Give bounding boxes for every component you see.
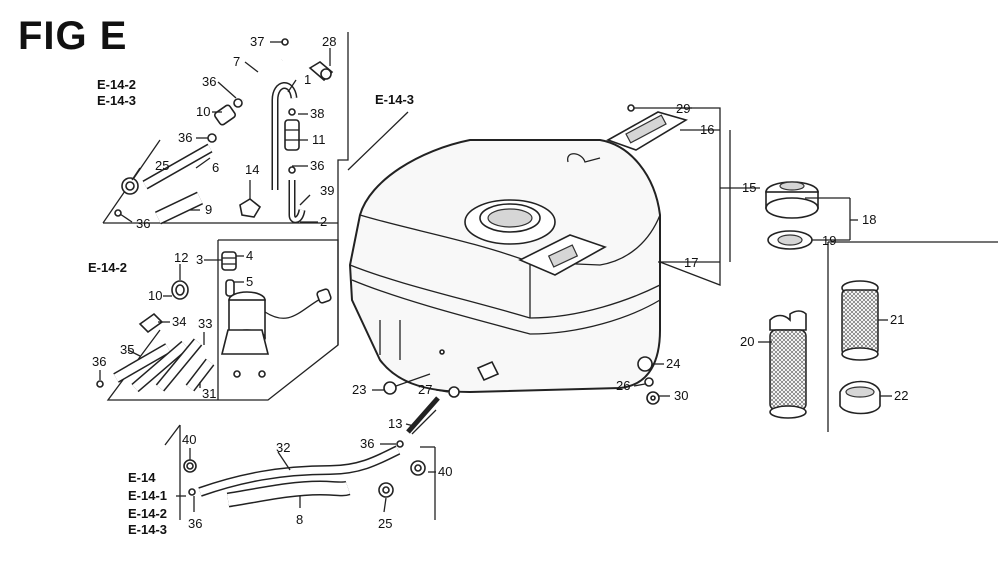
callout-label: 34 (172, 314, 186, 329)
callout-label: 30 (674, 388, 688, 403)
callout-label: 14 (245, 162, 259, 177)
callout-label: 23 (352, 382, 366, 397)
strainers (769, 280, 881, 419)
callout-label: 36 (202, 74, 216, 89)
callout-label: 39 (320, 183, 334, 198)
callout-label: 20 (740, 334, 754, 349)
callout-label: 26 (616, 378, 630, 393)
callout-label: 12 (174, 250, 188, 265)
fuel-tank (348, 139, 661, 394)
callout-numbers: 37 28 7 36 1 10 38 36 11 25 6 14 36 39 3… (92, 34, 908, 531)
callout-label: 36 (310, 158, 324, 173)
callout-label: 8 (296, 512, 303, 527)
callout-label: 33 (198, 316, 212, 331)
callout-label: 31 (202, 386, 216, 401)
callout-label: 19 (822, 233, 836, 248)
callout-label: 35 (120, 342, 134, 357)
callout-label: 21 (890, 312, 904, 327)
ref-label: E-14-2 (128, 506, 167, 521)
callout-label: 36 (360, 436, 374, 451)
callout-label: 25 (378, 516, 392, 531)
callout-label: 3 (196, 252, 203, 267)
fuel-gauge (567, 104, 688, 163)
callout-label: 5 (246, 274, 253, 289)
callout-label: 7 (233, 54, 240, 69)
callout-label: 16 (700, 122, 714, 137)
callout-label: 10 (196, 104, 210, 119)
callout-label: 36 (92, 354, 106, 369)
cap-and-seal (765, 181, 819, 250)
fuel-pump-group (96, 251, 332, 393)
callout-label: 4 (246, 248, 253, 263)
callout-label: 27 (418, 382, 432, 397)
callout-label: 28 (322, 34, 336, 49)
callout-label: 38 (310, 106, 324, 121)
callout-label: 24 (666, 356, 680, 371)
callout-label: 22 (894, 388, 908, 403)
figure-title: FIG E (18, 14, 128, 58)
leader-lines (99, 41, 892, 513)
callout-label: 37 (250, 34, 264, 49)
callout-label: 18 (862, 212, 876, 227)
ref-label: E-14-2 (88, 260, 127, 275)
callout-label: 2 (320, 214, 327, 229)
bottom-hoses (183, 440, 426, 508)
callout-label: 15 (742, 180, 756, 195)
callout-label: 9 (205, 202, 212, 217)
ref-label: E-14-3 (97, 93, 136, 108)
ref-label: E-14-2 (97, 77, 136, 92)
upper-hose-group (114, 38, 334, 225)
ref-label: E-14 (128, 470, 156, 485)
ref-label: E-14-3 (375, 92, 414, 107)
callout-label: 29 (676, 101, 690, 116)
callout-label: 11 (312, 132, 326, 147)
callout-label: 1 (304, 72, 311, 87)
callout-label: 6 (212, 160, 219, 175)
callout-label: 36 (178, 130, 192, 145)
reference-labels: E-14-2 E-14-3 E-14-3 E-14-2 E-14 E-14-1 … (88, 77, 414, 537)
ref-label: E-14-3 (128, 522, 167, 537)
callout-label: 10 (148, 288, 162, 303)
callout-label: 36 (188, 516, 202, 531)
callout-label: 40 (438, 464, 452, 479)
callout-label: 13 (388, 416, 402, 431)
callout-label: 36 (136, 216, 150, 231)
callout-label: 17 (684, 255, 698, 270)
ref-label: E-14-1 (128, 488, 167, 503)
callout-label: 40 (182, 432, 196, 447)
callout-label: 25 (155, 158, 169, 173)
callout-label: 32 (276, 440, 290, 455)
